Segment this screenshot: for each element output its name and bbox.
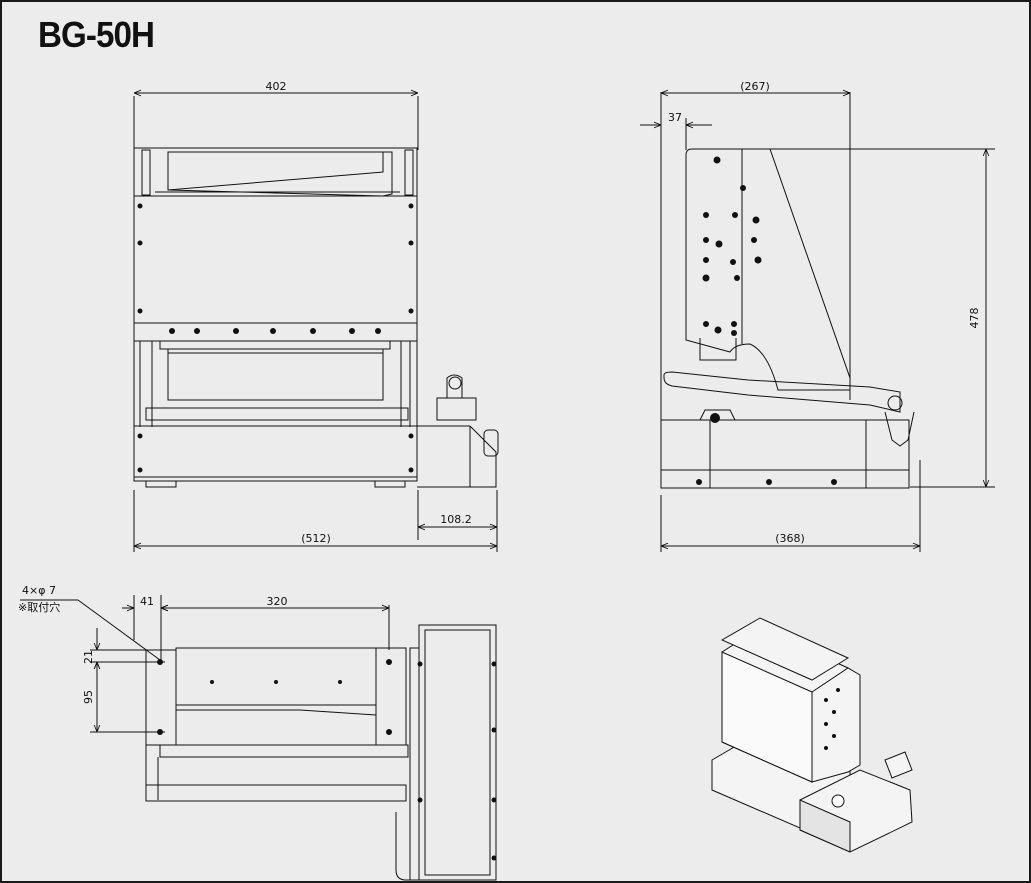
isometric-view xyxy=(711,617,913,853)
dim-41-label: 41 xyxy=(140,595,154,608)
hole-note-qty: 4×φ 7 xyxy=(22,584,56,597)
lever-knob xyxy=(448,376,462,390)
dim-21-label: 21 xyxy=(82,650,95,664)
dim-95-label: 95 xyxy=(82,690,95,704)
top-side-housing xyxy=(418,624,497,881)
hole-note-text: ※取付穴 xyxy=(18,600,60,614)
side-bolts xyxy=(696,156,837,485)
base-block xyxy=(133,425,418,482)
iso-holes xyxy=(824,688,840,750)
dim-402-label: 402 xyxy=(266,80,287,93)
dim-320-label: 320 xyxy=(267,595,288,608)
dim-37-label: 37 xyxy=(668,111,682,124)
top-holes xyxy=(157,659,497,861)
top-view xyxy=(20,595,497,881)
dim-267-label: (267) xyxy=(740,80,770,93)
model-title: BG-50H xyxy=(38,14,155,55)
side-frame xyxy=(685,148,851,391)
dim-478-label: 478 xyxy=(968,308,981,329)
side-view xyxy=(640,92,995,552)
handle-lever xyxy=(663,371,901,413)
upper-panel xyxy=(133,195,418,324)
dim-512-label: (512) xyxy=(301,532,331,545)
front-view xyxy=(133,93,499,552)
side-base xyxy=(660,419,910,489)
dim-108-label: 108.2 xyxy=(440,513,472,526)
front-bolts xyxy=(137,203,414,473)
comb-guide xyxy=(167,348,384,401)
dim-368-label: (368) xyxy=(775,532,805,545)
